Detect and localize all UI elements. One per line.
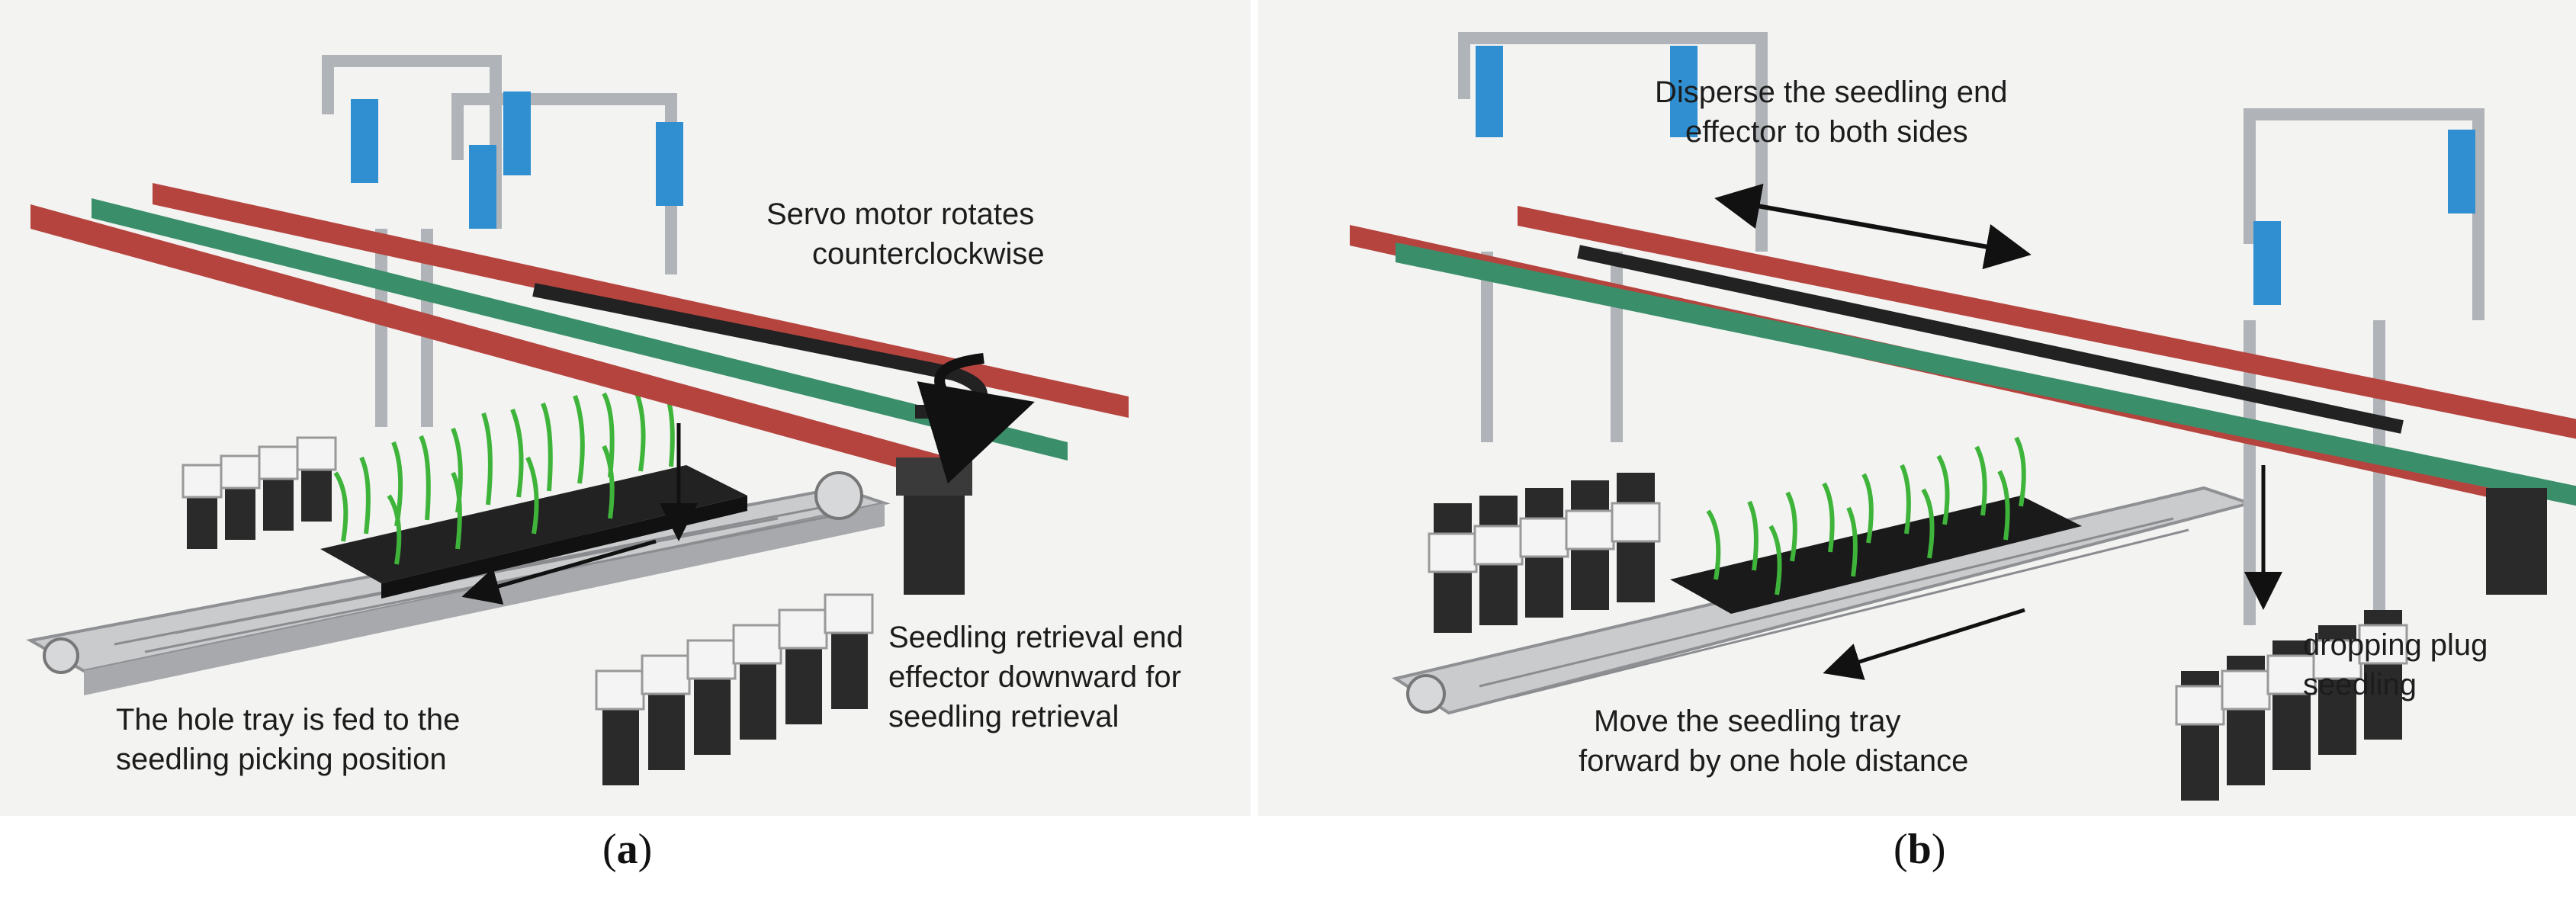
label-disperse-line2: effector to both sides xyxy=(1685,115,1968,149)
drag-chain xyxy=(1577,245,2404,434)
red-rails xyxy=(1350,206,2576,506)
label-retrieval: Seedling retrieval end effector downward… xyxy=(888,618,1184,737)
pneumatic-cylinders xyxy=(351,91,683,229)
servo-motor xyxy=(896,457,972,595)
caption-a: (a) xyxy=(602,826,653,873)
machine-illustration-a xyxy=(26,55,1129,785)
label-servo: Servo motor rotates counterclockwise xyxy=(766,194,1045,274)
seedlings xyxy=(1706,436,2026,595)
label-servo-line2: counterclockwise xyxy=(812,237,1045,271)
label-retrieval-line3: seedling retrieval xyxy=(888,700,1119,733)
label-drop: dropping plug seedling xyxy=(2303,625,2488,705)
servo-motor xyxy=(2486,488,2547,595)
gantry-left xyxy=(1458,32,1768,442)
move-arrow xyxy=(1823,608,2025,680)
cup-holders-bottom xyxy=(595,593,874,785)
label-servo-line1: Servo motor rotates xyxy=(766,197,1035,231)
rotation-arrow xyxy=(917,353,1035,484)
label-drop-line2: seedling xyxy=(2303,668,2417,701)
caption-b-letter: b xyxy=(1907,826,1932,873)
seedlings xyxy=(333,386,675,565)
pneumatic-cylinders xyxy=(1476,46,2475,305)
caption-b: (b) xyxy=(1893,826,1946,873)
disperse-arrow xyxy=(1714,183,2032,270)
label-move: Move the seedling tray forward by one ho… xyxy=(1579,701,1968,781)
label-move-line1: Move the seedling tray xyxy=(1594,705,1901,738)
label-tray-fed: The hole tray is fed to the seedling pic… xyxy=(116,700,460,779)
label-tray-line1: The hole tray is fed to the xyxy=(116,703,461,737)
label-drop-line1: dropping plug xyxy=(2303,628,2488,662)
label-tray-line2: seedling picking position xyxy=(116,743,447,776)
cup-holders-left xyxy=(1428,473,1661,633)
label-disperse: Disperse the seedling end effector to bo… xyxy=(1655,72,2008,152)
panel-a: Servo motor rotates counterclockwise See… xyxy=(0,0,1251,816)
label-move-line2: forward by one hole distance xyxy=(1579,744,1969,778)
label-retrieval-line1: Seedling retrieval end xyxy=(888,621,1184,654)
panel-b: Disperse the seedling end effector to bo… xyxy=(1258,0,2576,816)
cup-holders-left xyxy=(181,436,337,549)
cup-holders-right xyxy=(2175,610,2408,801)
caption-a-letter: a xyxy=(616,826,638,873)
label-retrieval-line2: effector downward for xyxy=(888,660,1181,694)
machine-illustration-b xyxy=(1350,32,2576,801)
feed-arrow xyxy=(461,539,657,605)
label-disperse-line1: Disperse the seedling end xyxy=(1655,75,2008,109)
seedling-tray xyxy=(1670,496,2082,614)
